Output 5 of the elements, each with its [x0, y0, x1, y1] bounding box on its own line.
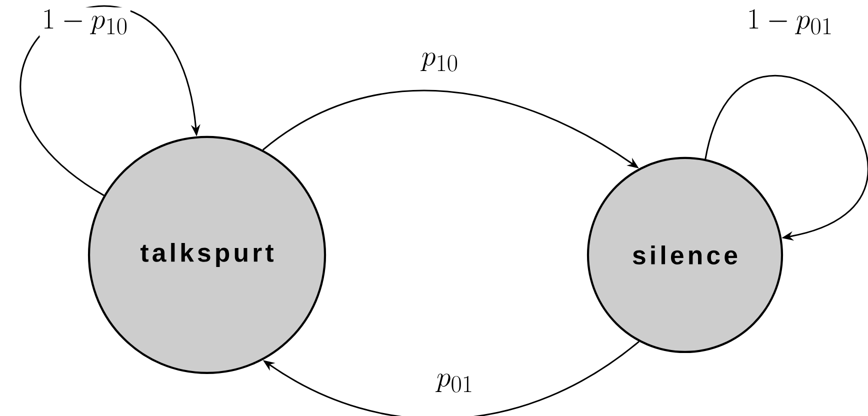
edge-label: $p_{10}$ [419, 50, 461, 74]
edge-label: $1 - p_{10}$ [40, 7, 130, 37]
edge-label: $1 - p_{01}$ [744, 7, 836, 37]
edge-label: $p_{01}$ [434, 372, 476, 394]
arrow [704, 76, 868, 241]
